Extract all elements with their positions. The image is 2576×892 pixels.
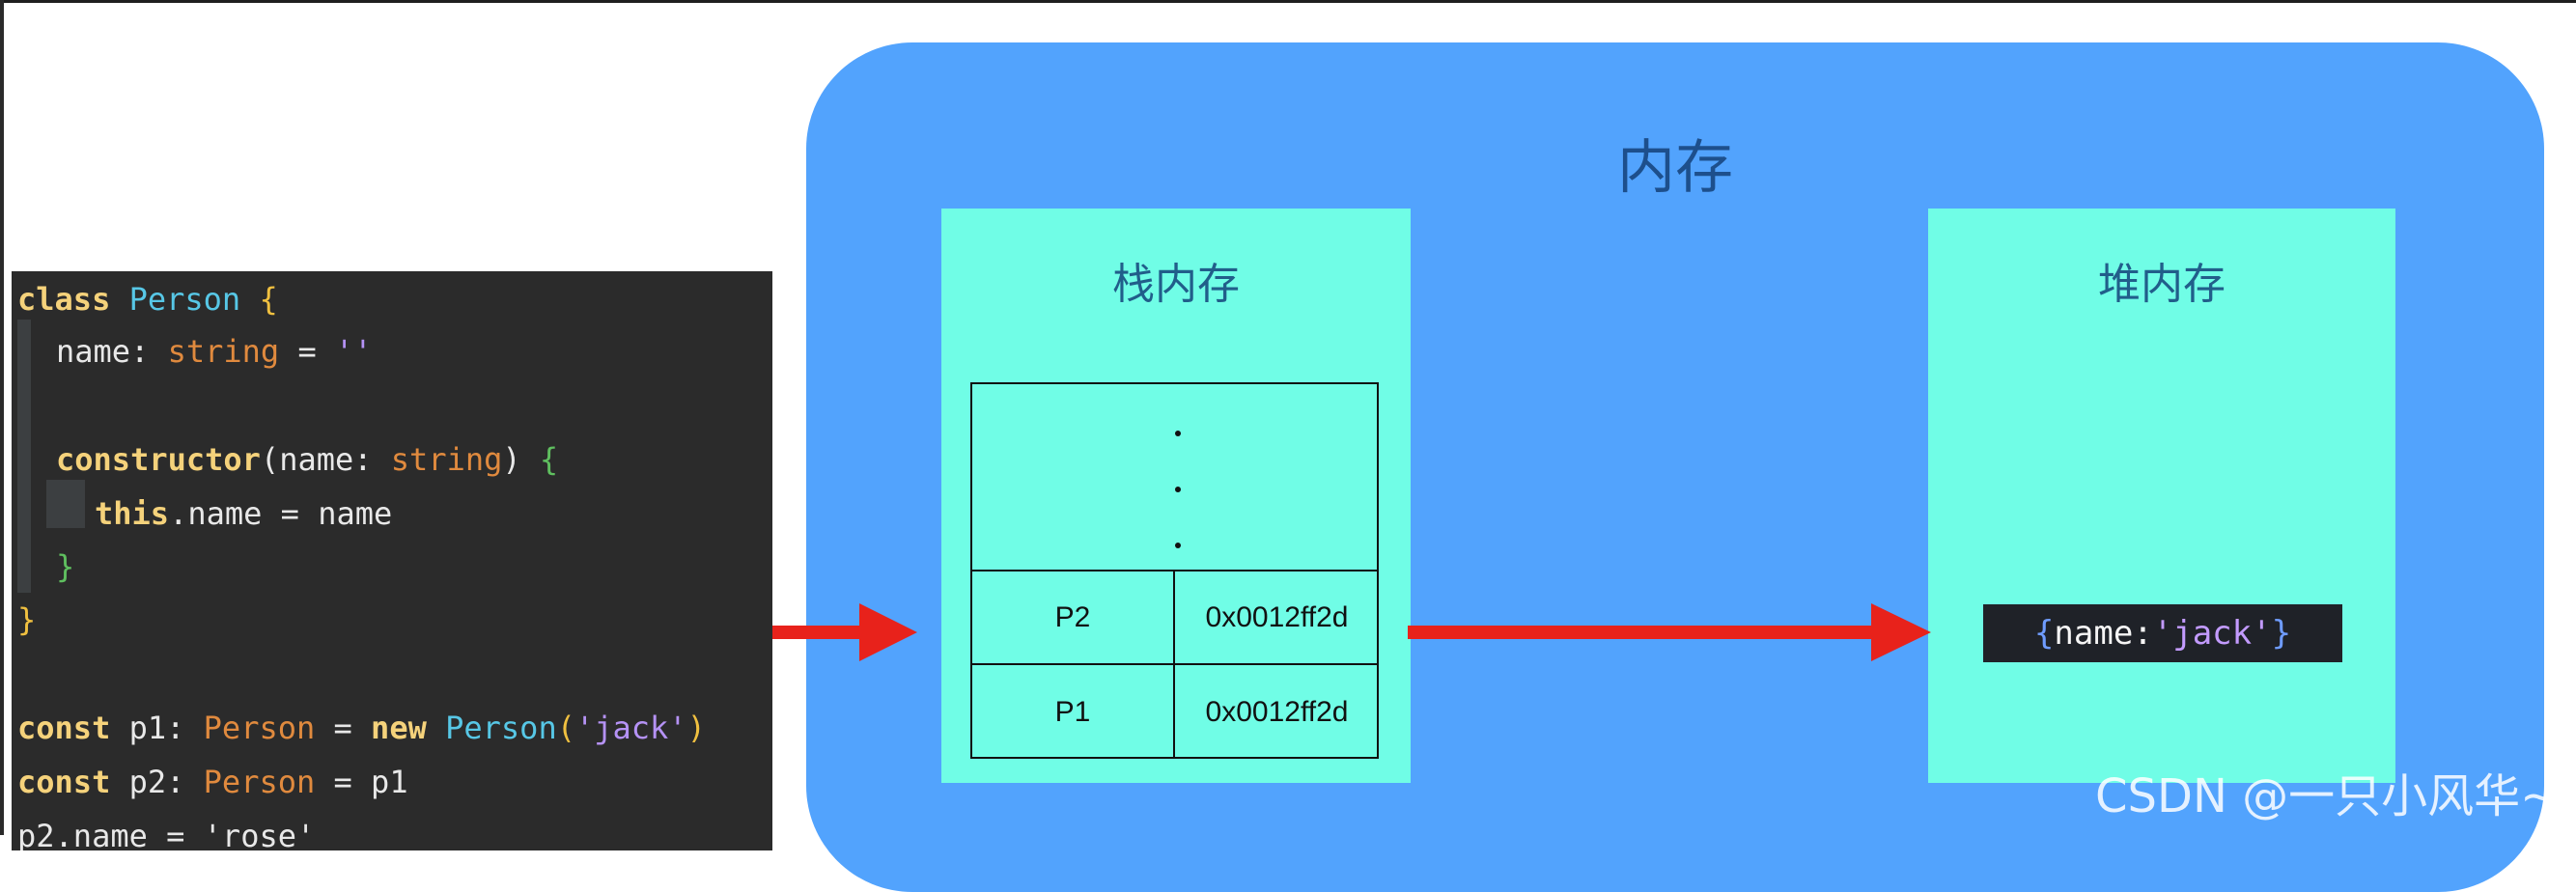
object-value: 'jack': [2152, 614, 2272, 653]
variable: p1:: [128, 710, 185, 746]
stack-table: P2 0x0012ff2d P1 0x0012ff2d: [970, 382, 1379, 759]
keyword: const: [17, 764, 111, 800]
type-annotation: string: [390, 441, 503, 478]
ellipsis-dot: [1175, 543, 1181, 548]
indent-guide: [17, 320, 31, 593]
top-border: [0, 0, 2576, 3]
watermark: CSDN @一只小风华~: [2095, 769, 2560, 823]
operator: =: [333, 710, 352, 746]
code-line: name: string = '': [56, 327, 373, 376]
paren: (: [260, 441, 280, 478]
type-annotation: Person: [203, 710, 316, 746]
brace: {: [259, 281, 278, 318]
open-brace: {: [2033, 614, 2055, 653]
stack-row: P1 0x0012ff2d: [972, 665, 1377, 759]
string: 'jack': [574, 710, 687, 746]
code-line: this.name = name: [95, 489, 392, 538]
code-line: p2.name = 'rose': [17, 812, 315, 850]
stack-row: P2 0x0012ff2d: [972, 571, 1377, 665]
code-line: }: [17, 596, 36, 644]
code-line: class Person {: [17, 275, 278, 323]
stack-memory-title: 栈内存: [1112, 260, 1240, 309]
keyword: class: [17, 281, 111, 318]
code-line: constructor(name: string) {: [56, 435, 558, 484]
left-border: [0, 0, 4, 835]
statement: = p1: [333, 764, 408, 800]
code-editor: class Person { name: string = '' constru…: [12, 271, 772, 850]
code-to-stack-arrow: [770, 603, 917, 661]
type-annotation: string: [167, 333, 280, 370]
stack-variable-name: P1: [972, 665, 1175, 759]
brace: {: [539, 441, 559, 478]
paren: (: [556, 710, 575, 746]
type-annotation: Person: [203, 764, 316, 800]
param: name:: [279, 441, 373, 478]
keyword: this: [95, 495, 170, 532]
stack-to-heap-arrow: [1408, 603, 1931, 661]
code-line: const p1: Person = new Person('jack'): [17, 704, 706, 752]
close-brace: }: [2271, 614, 2292, 653]
operator: =: [297, 333, 317, 370]
brace: }: [56, 548, 75, 585]
class-name: Person: [128, 281, 241, 318]
string: '': [334, 333, 373, 370]
indent-guide: [46, 480, 85, 528]
stack-memory-box: 栈内存: [941, 209, 1411, 783]
stack-address: 0x0012ff2d: [1205, 695, 1349, 728]
property: name:: [56, 333, 150, 370]
keyword: const: [17, 710, 111, 746]
heap-object: { name: 'jack' }: [1983, 604, 2342, 662]
stack-ellipsis-cell: [972, 384, 1377, 571]
variable: p2:: [128, 764, 185, 800]
paren: ): [686, 710, 706, 746]
heap-memory-box: 堆内存: [1928, 209, 2395, 783]
keyword: constructor: [56, 441, 261, 478]
stack-variable-name: P2: [972, 571, 1175, 663]
ellipsis-dot: [1175, 487, 1181, 492]
brace: }: [17, 601, 37, 638]
object-key: name:: [2054, 614, 2153, 653]
heap-memory-title: 堆内存: [2098, 260, 2226, 309]
ellipsis-dot: [1175, 431, 1181, 436]
code-line: }: [56, 543, 74, 591]
stack-address: 0x0012ff2d: [1205, 600, 1349, 633]
keyword: new: [371, 710, 427, 746]
code-line: const p2: Person = p1: [17, 758, 408, 806]
class-name: Person: [445, 710, 557, 746]
paren: ): [502, 441, 521, 478]
statement: p2.name = 'rose': [17, 818, 316, 850]
memory-title: 内存: [1617, 134, 1733, 202]
statement: .name = name: [169, 495, 393, 532]
